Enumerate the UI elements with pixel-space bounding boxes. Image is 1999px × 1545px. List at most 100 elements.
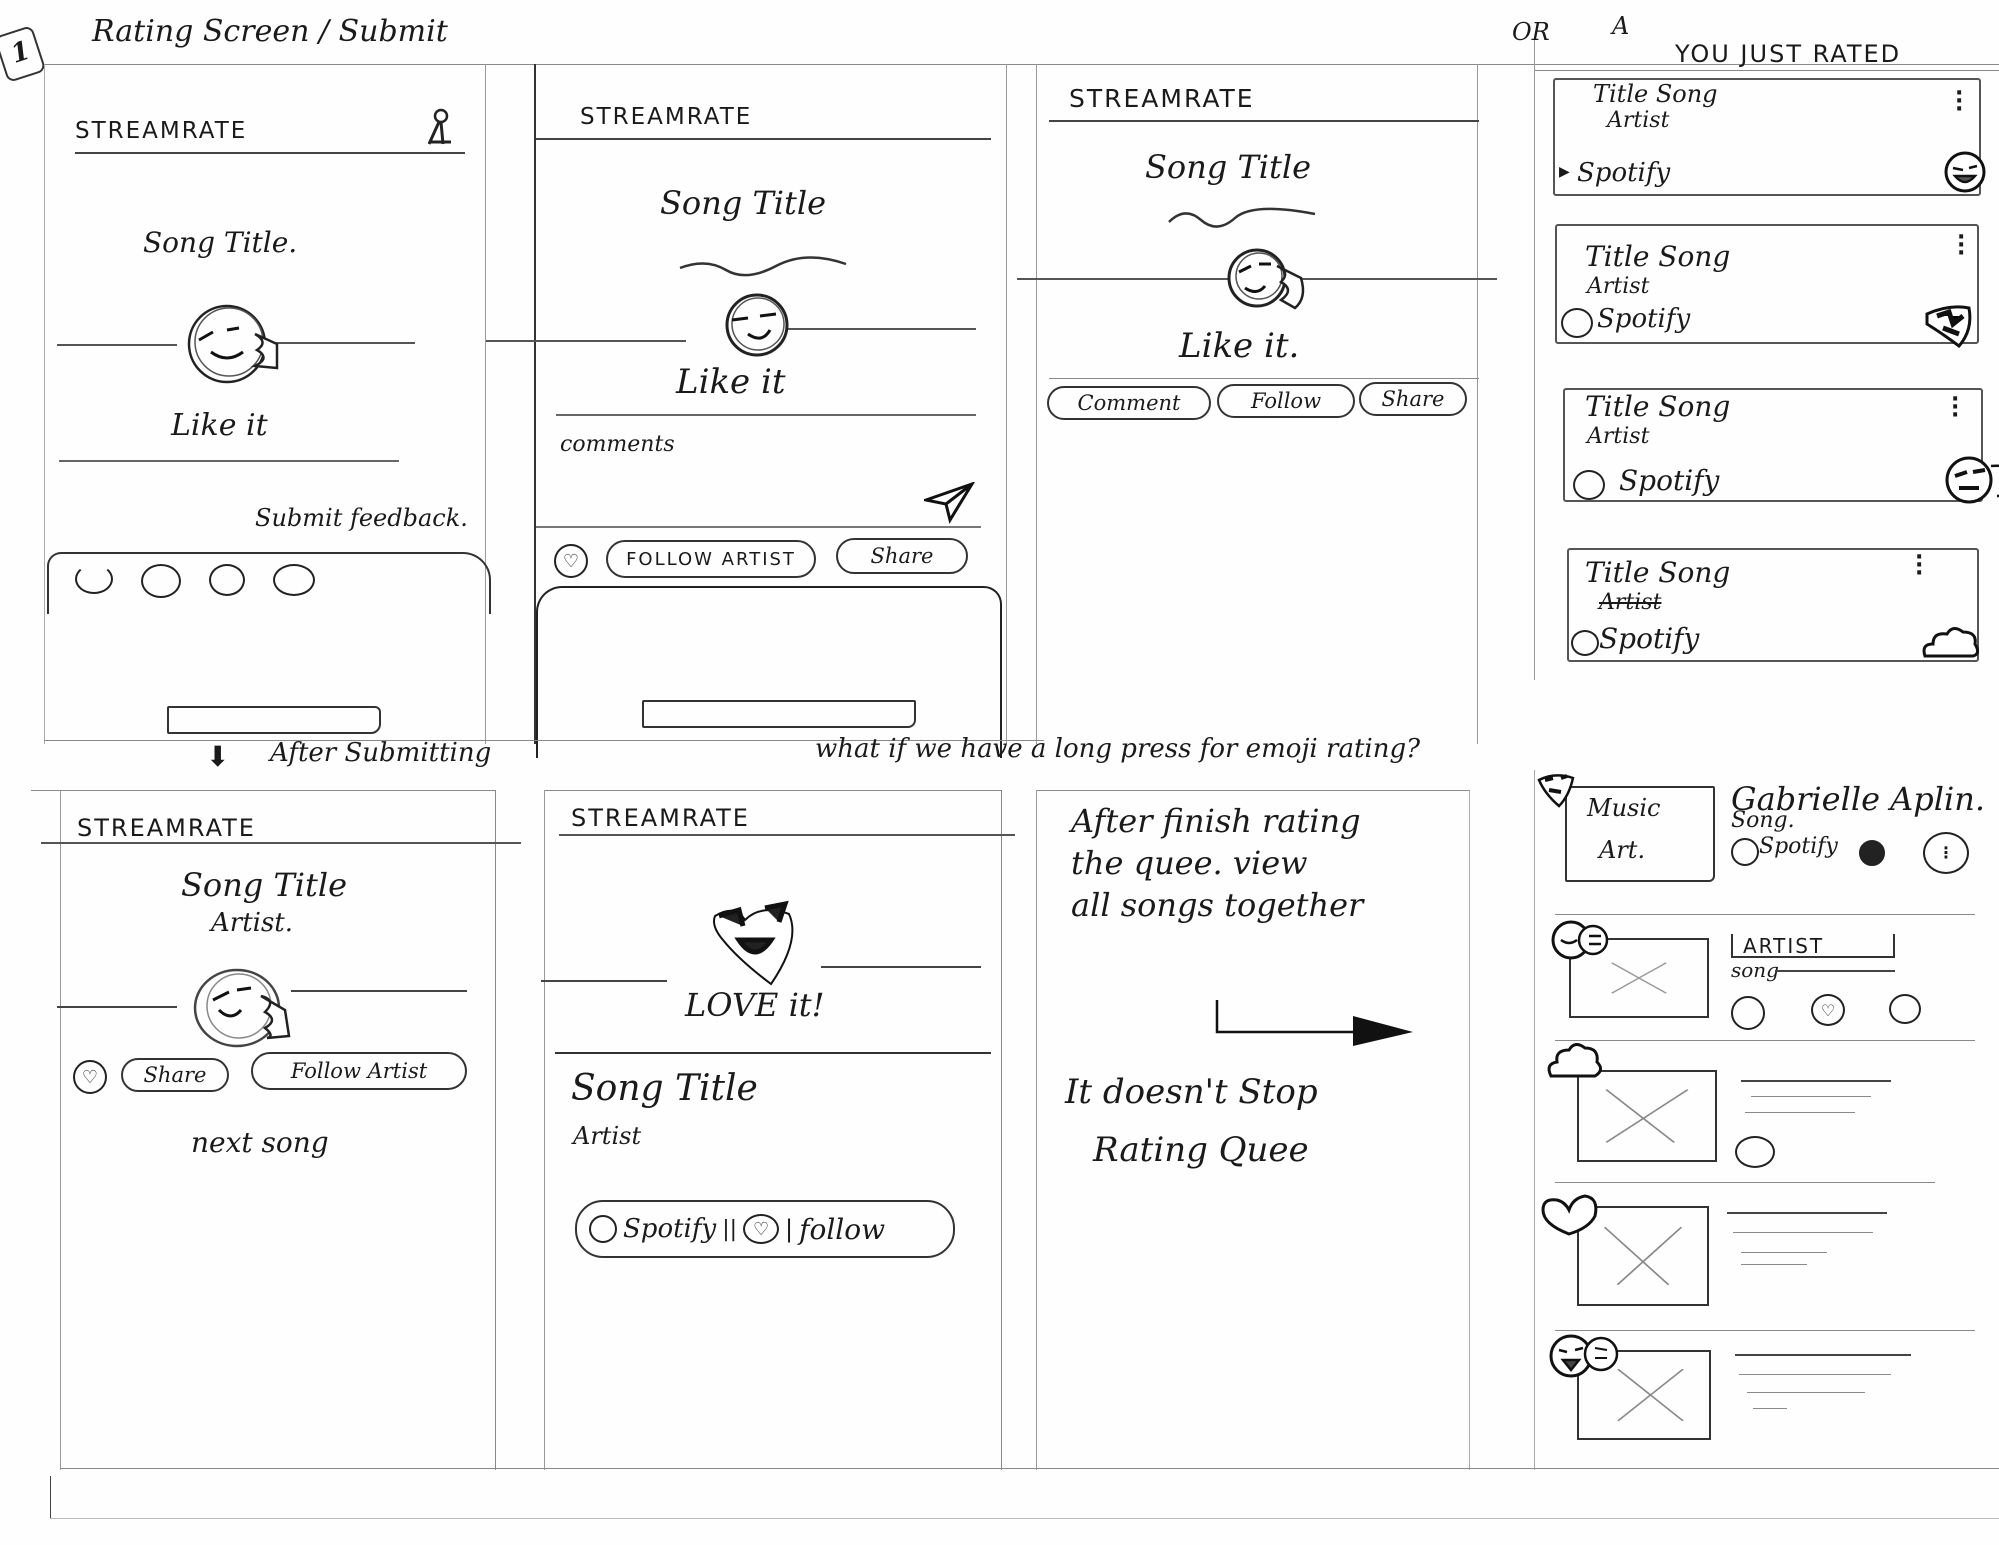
row-divider <box>1555 1182 1935 1183</box>
rated-song-card[interactable]: Title Song Artist Spotify ··· <box>1555 224 1979 349</box>
note2-line-1: It doesn't Stop <box>1065 1072 1318 1112</box>
text-placeholder-line <box>1751 1096 1871 1097</box>
rated-song-card[interactable]: Title Song Artist Spotify ··· <box>1563 387 1999 504</box>
info-button[interactable] <box>1889 994 1921 1024</box>
spotify-link[interactable]: Spotify <box>623 1214 717 1244</box>
divider <box>1049 378 1479 379</box>
more-options-icon[interactable]: ··· <box>1951 387 1960 428</box>
rating-label: Like it <box>676 362 786 402</box>
follow-button[interactable]: Follow <box>1217 384 1355 418</box>
heart-icon[interactable]: ♡ <box>73 1060 107 1094</box>
follow-link[interactable]: follow <box>799 1212 886 1246</box>
comment-input-underline[interactable] <box>536 526 981 528</box>
follow-artist-button[interactable]: FOLLOW ARTIST <box>606 540 816 578</box>
streaming-service[interactable]: Spotify <box>1599 622 1700 655</box>
streaming-service[interactable]: Spotify <box>1597 304 1691 334</box>
text-placeholder-line <box>1733 1232 1873 1233</box>
person-icon[interactable] <box>425 108 455 148</box>
sheet-edge-vline <box>50 1476 51 1518</box>
spotify-link[interactable]: Spotify <box>1759 834 1838 859</box>
cloud-emoji-icon <box>1547 1043 1602 1078</box>
heart-icon[interactable]: ♡ <box>743 1214 780 1244</box>
spotify-icon <box>1571 630 1599 656</box>
heart-icon[interactable]: ♡ <box>554 544 588 578</box>
emoji-option-4[interactable] <box>273 564 315 596</box>
rated-song-card[interactable]: Title Song Artist Spotify ··· <box>1567 545 1980 662</box>
emoji-option-2[interactable] <box>141 564 181 598</box>
wink-kiss-emoji-icon[interactable] <box>185 966 315 1056</box>
rating-slider-track-right[interactable] <box>821 966 981 968</box>
spotify-button[interactable] <box>1735 1136 1775 1168</box>
app-name: STREAMRATE <box>571 804 750 832</box>
submit-button[interactable] <box>167 706 381 734</box>
rating-slider-track-left[interactable] <box>486 340 686 342</box>
rating-slider-track-right[interactable] <box>786 328 976 330</box>
heart-eyes-love-emoji-icon[interactable] <box>705 900 815 1000</box>
emoji-option-3[interactable] <box>209 564 245 596</box>
music-art-thumbnail[interactable]: Music Art. <box>1565 786 1715 882</box>
more-options-icon[interactable]: ··· <box>1955 81 1964 122</box>
send-icon[interactable] <box>924 482 976 524</box>
laughing-emoji-icon <box>1944 151 1986 193</box>
screen-you-just-rated: YOU JUST RATED Title Song Artist Spotify… <box>1534 40 1999 680</box>
screen-after-submit: STREAMRATE Song Title Artist. ♡ Share Fo… <box>31 790 521 1470</box>
heart-icon[interactable] <box>1859 840 1885 866</box>
comment-panel[interactable] <box>536 586 1002 758</box>
feedback-panel[interactable] <box>47 552 491 614</box>
submit-button[interactable] <box>642 700 916 728</box>
artist-name: Gabrielle Aplin. <box>1731 780 1986 818</box>
wink-kiss-emoji-icon[interactable] <box>1215 238 1315 328</box>
section-header: YOU JUST RATED <box>1675 40 1902 68</box>
album-art-placeholder <box>1569 938 1709 1018</box>
rated-song-card[interactable]: Title Song Artist Spotify ▶ ··· <box>1553 78 1986 196</box>
rating-slider-track-left[interactable] <box>57 344 177 346</box>
heart-button[interactable]: ♡ <box>1811 994 1845 1026</box>
text-placeholder-line <box>1741 1264 1807 1265</box>
comment-button[interactable]: Comment <box>1047 386 1211 420</box>
cloud-emoji-icon <box>1922 627 1980 658</box>
artist-placeholder-squiggle <box>1168 207 1316 228</box>
note-line-1: After finish rating <box>1071 802 1361 840</box>
heart-eyes-emoji-icon <box>1537 774 1575 808</box>
follow-artist-button[interactable]: Follow Artist <box>251 1052 467 1090</box>
smile-emoji-icon[interactable] <box>712 290 802 360</box>
rating-slider-track-right[interactable] <box>265 342 415 344</box>
screen-rating-compact: STREAMRATE Song Title Like it. Comment F… <box>1017 64 1497 744</box>
song-title: Title Song <box>1593 80 1718 108</box>
more-options-icon[interactable]: ··· <box>1915 545 1924 586</box>
song-action-bar: Spotify || ♡ | follow <box>575 1200 955 1258</box>
song-title: Title Song <box>1585 240 1731 273</box>
streaming-service[interactable]: Spotify <box>1577 158 1671 188</box>
rating-slider-track-left[interactable] <box>541 980 667 982</box>
more-options-button[interactable]: ⋮ <box>1923 832 1969 874</box>
spotify-icon <box>589 1215 617 1243</box>
wink-kiss-emoji-icon[interactable] <box>177 302 307 392</box>
spotify-button[interactable] <box>1731 996 1765 1030</box>
row-divider <box>44 740 1044 741</box>
text-placeholder-line <box>1741 1252 1827 1253</box>
note-line-2: the quee. view <box>1071 844 1308 882</box>
rating-slider-track-right[interactable] <box>291 990 467 992</box>
song-title: Song Title <box>1145 148 1312 186</box>
or-label: OR <box>1512 18 1550 46</box>
next-song-link[interactable]: next song <box>191 1126 329 1159</box>
app-name: STREAMRATE <box>77 814 256 842</box>
artist-name: Artist. <box>211 908 294 938</box>
share-button[interactable]: Share <box>121 1058 229 1092</box>
row-divider <box>1555 1040 1975 1041</box>
streaming-service[interactable]: Spotify <box>1619 464 1720 497</box>
share-button[interactable]: Share <box>1359 382 1467 416</box>
more-options-icon[interactable]: ··· <box>1957 225 1966 266</box>
share-button[interactable]: Share <box>836 538 968 574</box>
song-title: Song Title <box>181 866 348 904</box>
sheet-title: Rating Screen / Submit <box>92 14 448 49</box>
spotify-icon <box>1573 470 1605 500</box>
rating-slider-track-left[interactable] <box>57 1006 177 1008</box>
text-placeholder-line <box>1753 1408 1787 1409</box>
frame-top-line <box>31 790 495 791</box>
app-header-underline <box>559 834 1015 836</box>
emoji-option-1[interactable] <box>75 564 113 594</box>
laughing-emoji-icon <box>1549 1334 1619 1378</box>
app-header-underline <box>41 842 521 844</box>
app-header-underline <box>75 152 465 154</box>
